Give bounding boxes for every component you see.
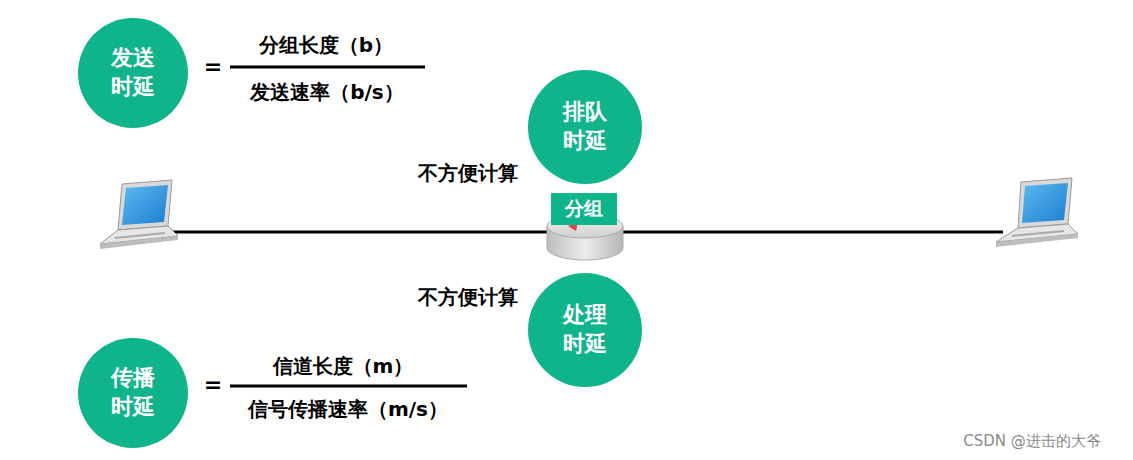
node-label: 处理时延 — [561, 301, 609, 358]
equals-sign: = — [204, 54, 222, 79]
delay-circle: 传播时延 — [78, 338, 188, 448]
laptop-left — [100, 180, 178, 249]
fraction-bar — [230, 385, 467, 388]
delay-circle: 处理时延 — [528, 273, 642, 387]
delay-circle: 发送时延 — [78, 18, 188, 128]
formula-numerator: 分组长度（b） — [259, 32, 393, 59]
formula-numerator: 信道长度（m） — [273, 353, 414, 380]
laptop-right — [996, 178, 1078, 247]
node-label: 排队时延 — [561, 98, 609, 155]
fraction-bar — [230, 66, 425, 69]
formula-denominator: 信号传播速率（m/s） — [248, 396, 448, 423]
note-text: 不方便计算 — [418, 160, 518, 187]
node-label: 发送时延 — [109, 44, 157, 101]
node-label: 分组 — [565, 196, 603, 222]
formula-denominator: 发送速率（b/s） — [250, 79, 404, 106]
node-label: 传播时延 — [109, 364, 157, 421]
note-text: 不方便计算 — [418, 284, 518, 311]
delay-circle: 排队时延 — [528, 70, 642, 184]
equals-sign: = — [204, 372, 222, 397]
watermark: CSDN @进击的大爷 — [963, 432, 1101, 451]
packet-box: 分组 — [551, 193, 617, 225]
